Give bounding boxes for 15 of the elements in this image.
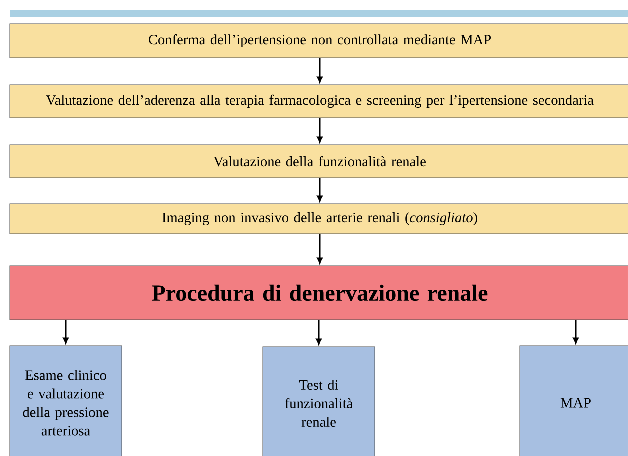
step-box: Conferma dell’ipertensione non controllata mediante MAP	[10, 24, 628, 58]
follow-up-box: Esame clinico e valutazione della pressione arteriosa	[10, 346, 122, 456]
step-box: Valutazione dell’aderenza alla terapia farmacologica e screening per l’ipertensione secondaria	[10, 84, 628, 118]
arrow	[317, 234, 323, 264]
step-box: Imaging non invasivo delle arterie renali (consigliato)	[10, 204, 628, 234]
arrow	[573, 320, 579, 344]
arrow	[317, 178, 323, 202]
procedure-box: Procedura di denervazione renale	[10, 266, 628, 320]
step-box: Valutazione della funzionalità renale	[10, 144, 628, 178]
follow-up-box: MAP	[520, 346, 628, 456]
arrow	[317, 118, 323, 143]
arrow	[316, 320, 322, 345]
arrow	[63, 320, 69, 344]
arrow	[317, 58, 323, 83]
follow-up-box: Test di funzionalità renale	[262, 346, 376, 456]
